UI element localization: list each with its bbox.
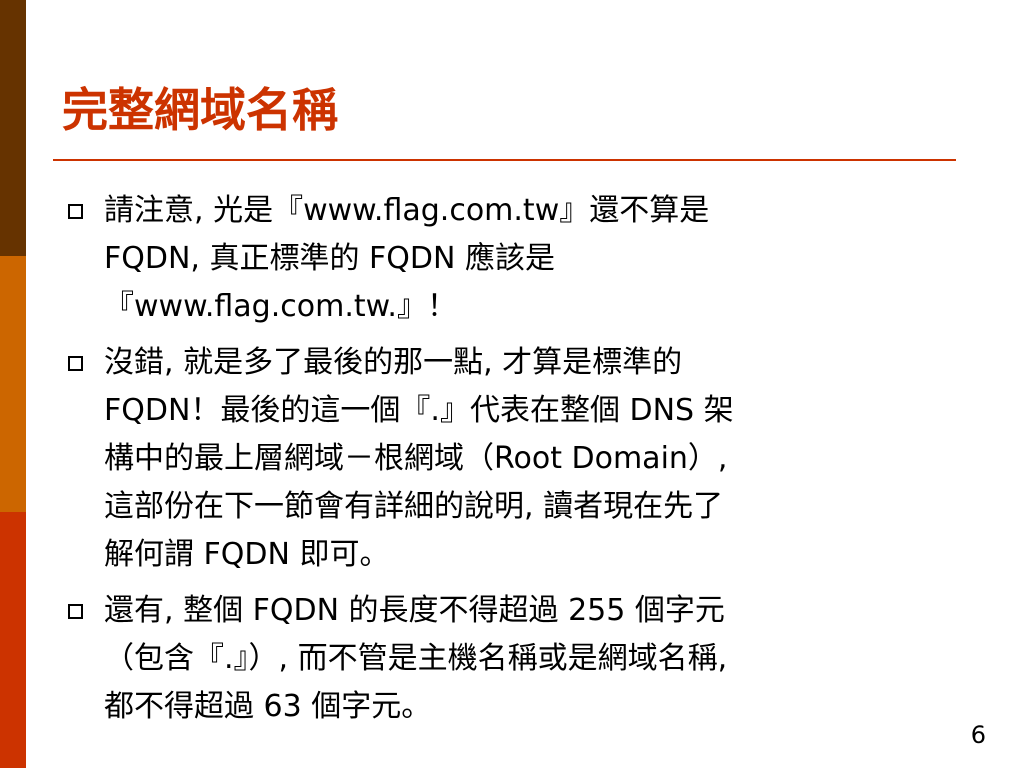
bullet-item: 請注意, 光是『www.flag.com.tw』還不算是 FQDN, 真正標準的… [60,187,960,331]
bullet-line: 沒錯, 就是多了最後的那一點, 才算是標準的 [104,345,683,380]
bullet-line: 構中的最上層網域－根網域（Root Domain）, [104,441,728,476]
bullet-line: 還有, 整個 FQDN 的長度不得超過 255 個字元 [104,593,725,628]
bullet-line: 這部份在下一節會有詳細的說明, 讀者現在先了 [104,489,724,524]
bullet-line: 解何謂 FQDN 即可。 [104,537,390,572]
hollow-square-bullet-icon [68,604,83,619]
bullet-line: 都不得超過 63 個字元。 [104,689,432,724]
bullet-line: FQDN, 真正標準的 FQDN 應該是 [104,241,555,276]
hollow-square-bullet-icon [68,204,83,219]
hollow-square-bullet-icon [68,356,83,371]
bullet-list: 請注意, 光是『www.flag.com.tw』還不算是 FQDN, 真正標準的… [60,187,960,739]
bullet-item: 沒錯, 就是多了最後的那一點, 才算是標準的 FQDN！最後的這一個『.』代表在… [60,339,960,579]
sidebar-segment-bottom [0,512,26,768]
sidebar-segment-top [0,0,26,256]
bullet-line: （包含『.』）, 而不管是主機名稱或是網域名稱, [104,641,728,676]
slide-title: 完整網域名稱 [62,83,338,137]
bullet-item: 還有, 整個 FQDN 的長度不得超過 255 個字元 （包含『.』）, 而不管… [60,587,960,731]
bullet-line: 請注意, 光是『www.flag.com.tw』還不算是 [104,193,710,228]
sidebar-segment-middle [0,256,26,512]
page-number: 6 [970,721,986,749]
bullet-line: FQDN！最後的這一個『.』代表在整個 DNS 架 [104,393,734,428]
title-divider [53,159,956,161]
bullet-line: 『www.flag.com.tw.』！ [104,289,457,324]
